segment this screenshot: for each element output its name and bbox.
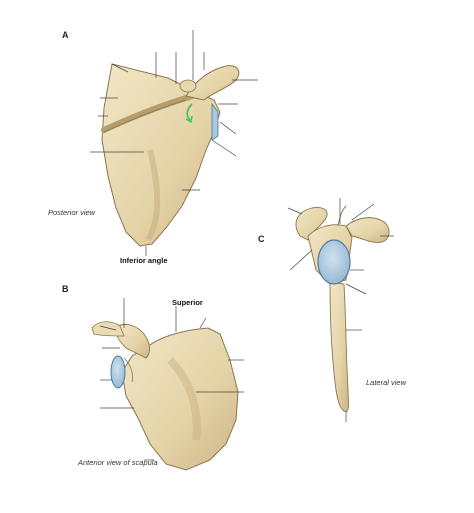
lateral-scapula <box>295 205 390 413</box>
green-arrow <box>186 103 193 121</box>
anterior-scapula-body <box>121 327 239 471</box>
leader-lines-b <box>99 298 244 461</box>
acromion <box>185 65 240 101</box>
caption-lateral-view: Lateral view <box>366 378 407 387</box>
panel-label-a: A <box>62 30 69 40</box>
label-superior: Superior <box>172 298 203 307</box>
coracoid-process <box>179 79 197 93</box>
coracoid-lateral <box>345 217 390 243</box>
spine-of-scapula <box>101 89 207 133</box>
lateral-border-shaft <box>329 281 349 413</box>
glenoid-edge <box>211 102 219 141</box>
posterior-scapula <box>101 63 240 247</box>
anterior-scapula <box>91 321 239 471</box>
caption-posterior-view: Posterior view <box>48 208 96 217</box>
acromion-anterior <box>91 321 125 337</box>
leader-lines-c <box>287 198 394 422</box>
panel-label-b: B <box>62 284 69 294</box>
leader-lines-a <box>90 30 258 256</box>
panel-label-c: C <box>258 234 265 244</box>
glenoid-cavity-anterior <box>110 355 126 389</box>
caption-anterior-view: Anterior view of scapula <box>78 458 158 467</box>
glenoid-cavity-lateral <box>317 239 351 285</box>
posterior-scapula-body <box>101 63 221 247</box>
label-inferior-angle: Inferior angle <box>120 256 168 265</box>
